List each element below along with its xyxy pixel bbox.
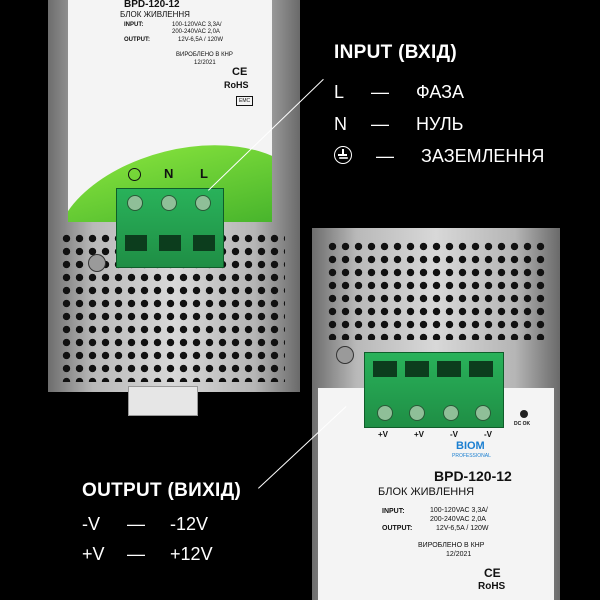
bottom-dc-ok-led-icon bbox=[520, 410, 528, 418]
top-emc-badge: EMC bbox=[236, 96, 254, 106]
input-row-text: ФАЗА bbox=[416, 82, 465, 102]
input-row-n: N — НУЛЬ bbox=[334, 114, 464, 135]
top-input-value-1: 100-120VAC 3,3A/ bbox=[172, 22, 222, 28]
output-row-dash: — bbox=[127, 514, 146, 534]
input-row-sym: L bbox=[334, 82, 345, 102]
top-date: 12/2021 bbox=[194, 60, 216, 66]
bottom-subtitle: БЛОК ЖИВЛЕННЯ bbox=[378, 486, 475, 498]
bottom-brand: BIOM bbox=[456, 440, 485, 452]
input-row-text: ЗАЗЕМЛЕННЯ bbox=[421, 146, 545, 166]
input-row-dash: — bbox=[371, 114, 390, 134]
top-made-in: ВИРОБЛЕНО В КНР bbox=[176, 52, 233, 58]
input-row-sym: N bbox=[334, 114, 347, 134]
top-subtitle: БЛОК ЖИВЛЕННЯ bbox=[120, 10, 190, 19]
bottom-terminal-slot bbox=[469, 361, 493, 377]
bottom-model: BPD-120-12 bbox=[434, 468, 512, 484]
output-row-text: -12V bbox=[170, 514, 209, 534]
bottom-output-value: 12V-6,5A / 120W bbox=[436, 525, 489, 532]
output-row-plus: +V — +12V bbox=[82, 544, 213, 565]
bottom-terminal-label-2: +V bbox=[414, 430, 425, 439]
top-input-terminal-block[interactable] bbox=[116, 188, 224, 268]
bottom-terminal-screw bbox=[377, 405, 393, 421]
top-terminal-screw-l bbox=[195, 195, 211, 211]
top-terminal-slot bbox=[193, 235, 215, 251]
input-row-dash: — bbox=[371, 82, 390, 102]
bottom-terminal-screw bbox=[409, 405, 425, 421]
bottom-mount-screw bbox=[336, 346, 354, 364]
top-terminal-slot bbox=[125, 235, 147, 251]
top-terminal-slot bbox=[159, 235, 181, 251]
bottom-made-in: ВИРОБЛЕНО В КНР bbox=[418, 542, 485, 549]
bottom-terminal-slot bbox=[373, 361, 397, 377]
bottom-output-terminal-block[interactable] bbox=[364, 352, 504, 428]
bottom-terminal-screw bbox=[475, 405, 491, 421]
top-output-label: OUTPUT: bbox=[124, 37, 150, 43]
bottom-dc-ok-label: DC OK bbox=[514, 421, 531, 427]
top-terminal-screw-n bbox=[161, 195, 177, 211]
output-callout-title: OUTPUT (ВИХІД) bbox=[82, 480, 242, 501]
input-row-text: НУЛЬ bbox=[416, 114, 464, 134]
ground-icon bbox=[334, 146, 352, 164]
top-label-card: BPD-120-12 БЛОК ЖИВЛЕННЯ INPUT: 100-120V… bbox=[68, 0, 272, 222]
bottom-input-value-2: 200-240VAC 2,0A bbox=[430, 516, 486, 523]
top-input-label: INPUT: bbox=[124, 22, 144, 28]
bottom-brand-sub: PROFESSIONAL bbox=[452, 453, 491, 459]
output-row-sym: +V bbox=[82, 544, 105, 564]
input-row-dash: — bbox=[376, 146, 395, 166]
output-row-text: +12V bbox=[170, 544, 213, 564]
bottom-terminal-label-3: -V bbox=[450, 430, 458, 439]
bottom-vent-grille bbox=[326, 240, 548, 340]
bottom-terminal-label-1: +V bbox=[378, 430, 389, 439]
top-terminal-label-l: L bbox=[200, 166, 208, 181]
top-model: BPD-120-12 bbox=[124, 0, 180, 10]
bottom-terminal-slot bbox=[437, 361, 461, 377]
input-row-ground: — ЗАЗЕМЛЕННЯ bbox=[334, 146, 544, 167]
bottom-output-label: OUTPUT: bbox=[382, 525, 413, 532]
top-terminal-screw-ground bbox=[127, 195, 143, 211]
input-callout-title: INPUT (ВХІД) bbox=[334, 42, 458, 63]
top-terminal-label-n: N bbox=[164, 166, 174, 181]
top-ground-symbol-icon bbox=[128, 168, 141, 181]
bottom-terminal-label-4: -V bbox=[484, 430, 492, 439]
output-row-minus: -V — -12V bbox=[82, 514, 208, 535]
top-output-value: 12V-6,5A / 120W bbox=[178, 37, 224, 43]
output-row-sym: -V bbox=[82, 514, 100, 534]
top-input-value-2: 200-240VAC 2,0A bbox=[172, 29, 220, 35]
top-rohs-mark: RoHS bbox=[224, 80, 249, 90]
bottom-terminal-screw bbox=[443, 405, 459, 421]
bottom-rohs-mark: RoHS bbox=[478, 581, 506, 592]
top-mount-screw bbox=[88, 254, 106, 272]
top-din-clip bbox=[128, 386, 198, 416]
bottom-terminal-slot bbox=[405, 361, 429, 377]
bottom-input-value-1: 100-120VAC 3,3A/ bbox=[430, 507, 488, 514]
input-row-l: L — ФАЗА bbox=[334, 82, 464, 103]
bottom-input-label: INPUT: bbox=[382, 508, 405, 515]
bottom-ce-mark: CE bbox=[484, 566, 501, 580]
bottom-date: 12/2021 bbox=[446, 551, 472, 558]
top-ce-mark: CE bbox=[232, 66, 248, 78]
output-row-dash: — bbox=[127, 544, 146, 564]
